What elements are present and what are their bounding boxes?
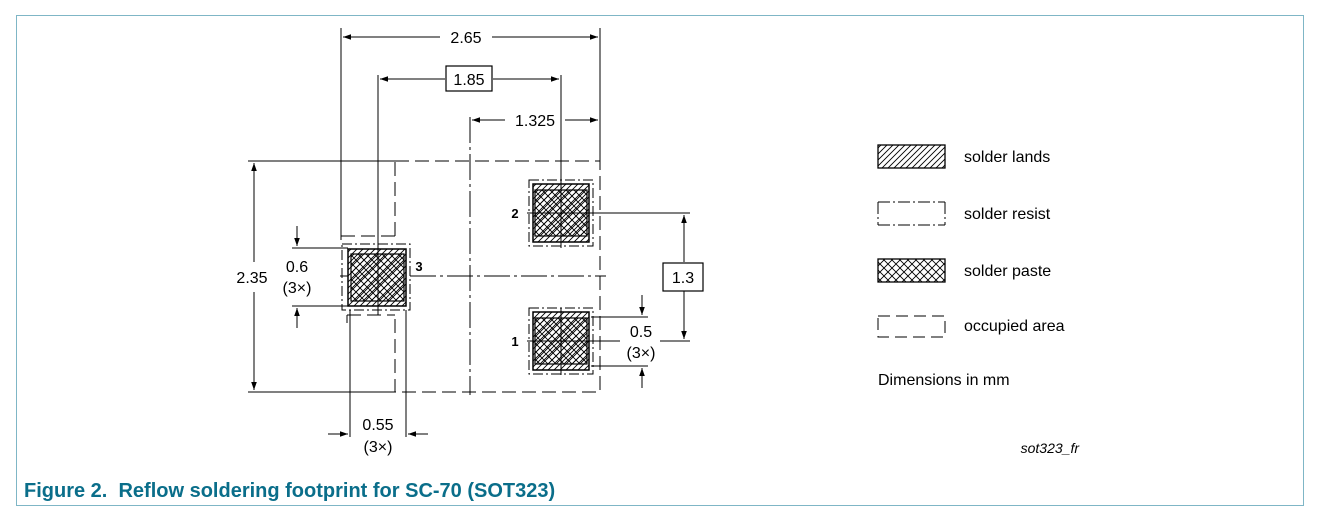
label-0-6: 0.6 bbox=[286, 259, 308, 276]
label-0-55-count: (3×) bbox=[364, 439, 393, 456]
box-1-3 bbox=[662, 262, 704, 292]
pin-label-1: 1 bbox=[511, 334, 518, 349]
label-0-6-count: (3×) bbox=[283, 280, 312, 297]
label-1-3: 1.3 bbox=[672, 270, 694, 287]
legend-swatch-solder-paste bbox=[877, 258, 946, 283]
figure-frame bbox=[16, 15, 1304, 506]
label-2-65: 2.65 bbox=[450, 30, 481, 47]
figure-code: sot323_fr bbox=[1021, 440, 1081, 456]
label-2-35: 2.35 bbox=[236, 270, 267, 287]
label-0-5-count: (3×) bbox=[627, 345, 656, 362]
occupied-area-outline bbox=[394, 160, 601, 393]
box-1-85 bbox=[445, 65, 493, 92]
pad-3-solder-resist bbox=[341, 243, 411, 311]
label-1-325: 1.325 bbox=[515, 113, 555, 130]
pin-label-3: 3 bbox=[415, 259, 422, 274]
legend-swatch-occupied-area bbox=[877, 315, 946, 338]
label-1-85: 1.85 bbox=[453, 72, 484, 89]
units-note: Dimensions in mm bbox=[878, 372, 1010, 389]
legend-label-solder-resist: solder resist bbox=[964, 206, 1051, 223]
legend-label-occupied-area: occupied area bbox=[964, 318, 1065, 335]
occupied-area-notch bbox=[340, 235, 395, 323]
legend-label-solder-lands: solder lands bbox=[964, 149, 1050, 166]
pin-label-2: 2 bbox=[511, 206, 518, 221]
label-0-55: 0.55 bbox=[362, 417, 393, 434]
legend-swatch-solder-resist bbox=[877, 201, 946, 226]
label-0-5: 0.5 bbox=[630, 324, 652, 341]
legend-swatch-solder-lands bbox=[877, 144, 946, 169]
figure-caption: Figure 2. Reflow soldering footprint for… bbox=[24, 480, 556, 502]
legend-label-solder-paste: solder paste bbox=[964, 263, 1051, 280]
